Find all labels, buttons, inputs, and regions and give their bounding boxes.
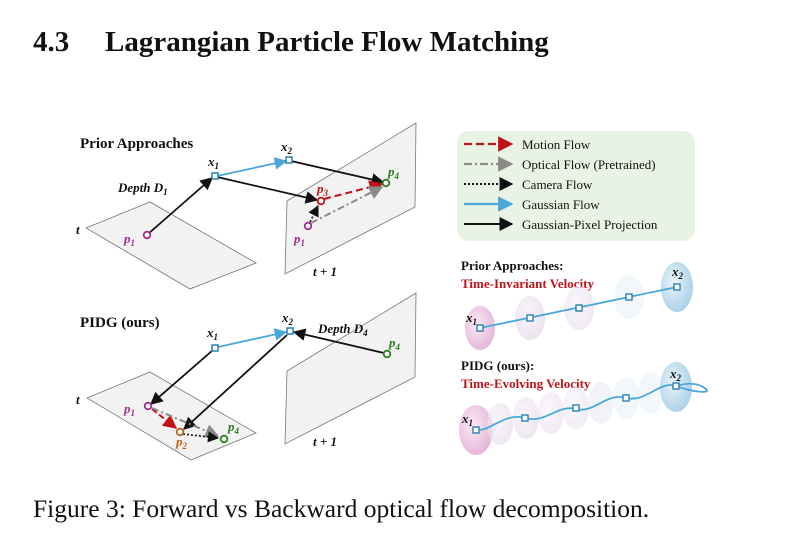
node-prior-3: [575, 304, 583, 312]
label-p1-top: p1: [123, 231, 135, 248]
point-p2-bottom: [175, 427, 185, 437]
frame-t1-label-bottom: t + 1: [313, 434, 337, 449]
frame-t1-label-top: t + 1: [313, 264, 337, 279]
node-ours-1: [472, 426, 480, 434]
point-x2-bottom: [286, 327, 294, 335]
node-prior-5: [673, 283, 681, 291]
label-p3-top: p3: [316, 181, 329, 198]
velocity-prior-title: Prior Approaches:: [461, 258, 563, 273]
velocity-ours-subtitle: Time-Evolving Velocity: [461, 376, 591, 391]
legend-motion-label: Motion Flow: [522, 137, 591, 152]
plane-t1-top: [284, 122, 417, 275]
camera-flow-top: [308, 204, 319, 223]
velocity-ours-title: PIDG (ours):: [461, 358, 534, 373]
label-x1-ours: x1: [461, 411, 473, 428]
figure-3: Prior Approaches t t + 1 Depth D1 p1 x1 …: [76, 122, 708, 461]
gaussian-flow-x1-x2: [216, 157, 288, 177]
node-ours-3: [572, 404, 580, 412]
label-x2-bottom: x2: [281, 310, 294, 327]
point-p4-proj-bottom: [219, 434, 229, 444]
frame-t-label-top: t: [76, 222, 80, 237]
label-x1-prior: x1: [465, 310, 477, 327]
label-p4-top: p4: [387, 164, 400, 181]
projection-arrow-x2-p2: [183, 334, 288, 430]
node-prior-1: [476, 324, 484, 332]
legend-gaussian-label: Gaussian Flow: [522, 197, 600, 212]
figure-caption: Figure 3: Forward vs Backward optical fl…: [33, 494, 650, 523]
depth-label-top: Depth D1: [117, 180, 168, 197]
label-p4-proj-bottom: p4: [227, 419, 240, 436]
optical-flow-top: [310, 186, 384, 224]
plane-t1-bottom: [284, 292, 417, 445]
node-ours-4: [622, 394, 630, 402]
point-p1-bottom: [143, 401, 153, 411]
node-prior-2: [526, 314, 534, 322]
motion-flow-bottom: [151, 408, 178, 429]
projection-arrow-x1-p3: [216, 176, 319, 204]
point-p4-bottom: [382, 349, 392, 359]
section-heading: 4.3 Lagrangian Particle Flow Matching: [33, 26, 549, 59]
point-p1-proj-top: [303, 221, 313, 231]
gaussian-ours-2: [487, 403, 513, 445]
point-p4-top: [381, 178, 391, 188]
legend-camera-label: Camera Flow: [522, 177, 593, 192]
node-ours-5: [672, 382, 680, 390]
label-x2-prior: x2: [671, 264, 684, 281]
projection-arrow-p1-x1: [147, 177, 213, 235]
gaussian-flow-bottom: [217, 328, 288, 348]
plane-t-top: [85, 201, 257, 290]
legend-projection-label: Gaussian-Pixel Projection: [522, 217, 658, 232]
projection-arrow-x1-p1: [150, 349, 214, 405]
point-x2-top: [285, 156, 293, 164]
label-p2-bottom: p2: [175, 434, 188, 451]
bottom-panel: PIDG (ours) t t + 1 Depth D4 x1 x2 p4 p1…: [76, 292, 417, 461]
label-x2-top: x2: [280, 139, 293, 156]
section-title: Lagrangian Particle Flow Matching: [105, 26, 549, 58]
legend: Motion Flow Optical Flow (Pretrained) Ca…: [457, 131, 695, 241]
label-x2-ours: x2: [669, 366, 682, 383]
velocity-ours-panel: PIDG (ours): Time-Evolving Velocity x1 x…: [459, 358, 708, 455]
label-p1-proj-top: p1: [293, 231, 305, 248]
point-x1-bottom: [211, 344, 219, 352]
node-prior-4: [625, 293, 633, 301]
bottom-panel-title: PIDG (ours): [80, 315, 160, 331]
point-p3-top: [316, 196, 326, 206]
depth-label-bottom: Depth D4: [317, 321, 368, 338]
label-x1-top: x1: [207, 154, 219, 171]
velocity-prior-panel: Prior Approaches: Time-Invariant Velocit…: [461, 258, 693, 350]
section-number: 4.3: [33, 26, 70, 58]
node-ours-2: [521, 414, 529, 422]
projection-arrow-x2-p4: [290, 160, 385, 186]
legend-optical-label: Optical Flow (Pretrained): [522, 157, 656, 172]
optical-flow-bottom: [151, 407, 220, 438]
top-panel: Prior Approaches t t + 1 Depth D1 p1 x1 …: [76, 122, 417, 290]
projection-arrow-p4-x2: [292, 328, 385, 354]
label-x1-bottom: x1: [206, 325, 218, 342]
label-p1-bottom: p1: [123, 401, 135, 418]
point-p1-top: [142, 230, 152, 240]
legend-box: [457, 131, 695, 241]
frame-t-label-bottom: t: [76, 392, 80, 407]
top-panel-title: Prior Approaches: [80, 136, 193, 152]
label-p4-bottom: p4: [388, 335, 401, 352]
point-x1-top: [211, 172, 219, 180]
velocity-prior-subtitle: Time-Invariant Velocity: [461, 276, 595, 291]
camera-flow-bottom: [182, 431, 220, 443]
